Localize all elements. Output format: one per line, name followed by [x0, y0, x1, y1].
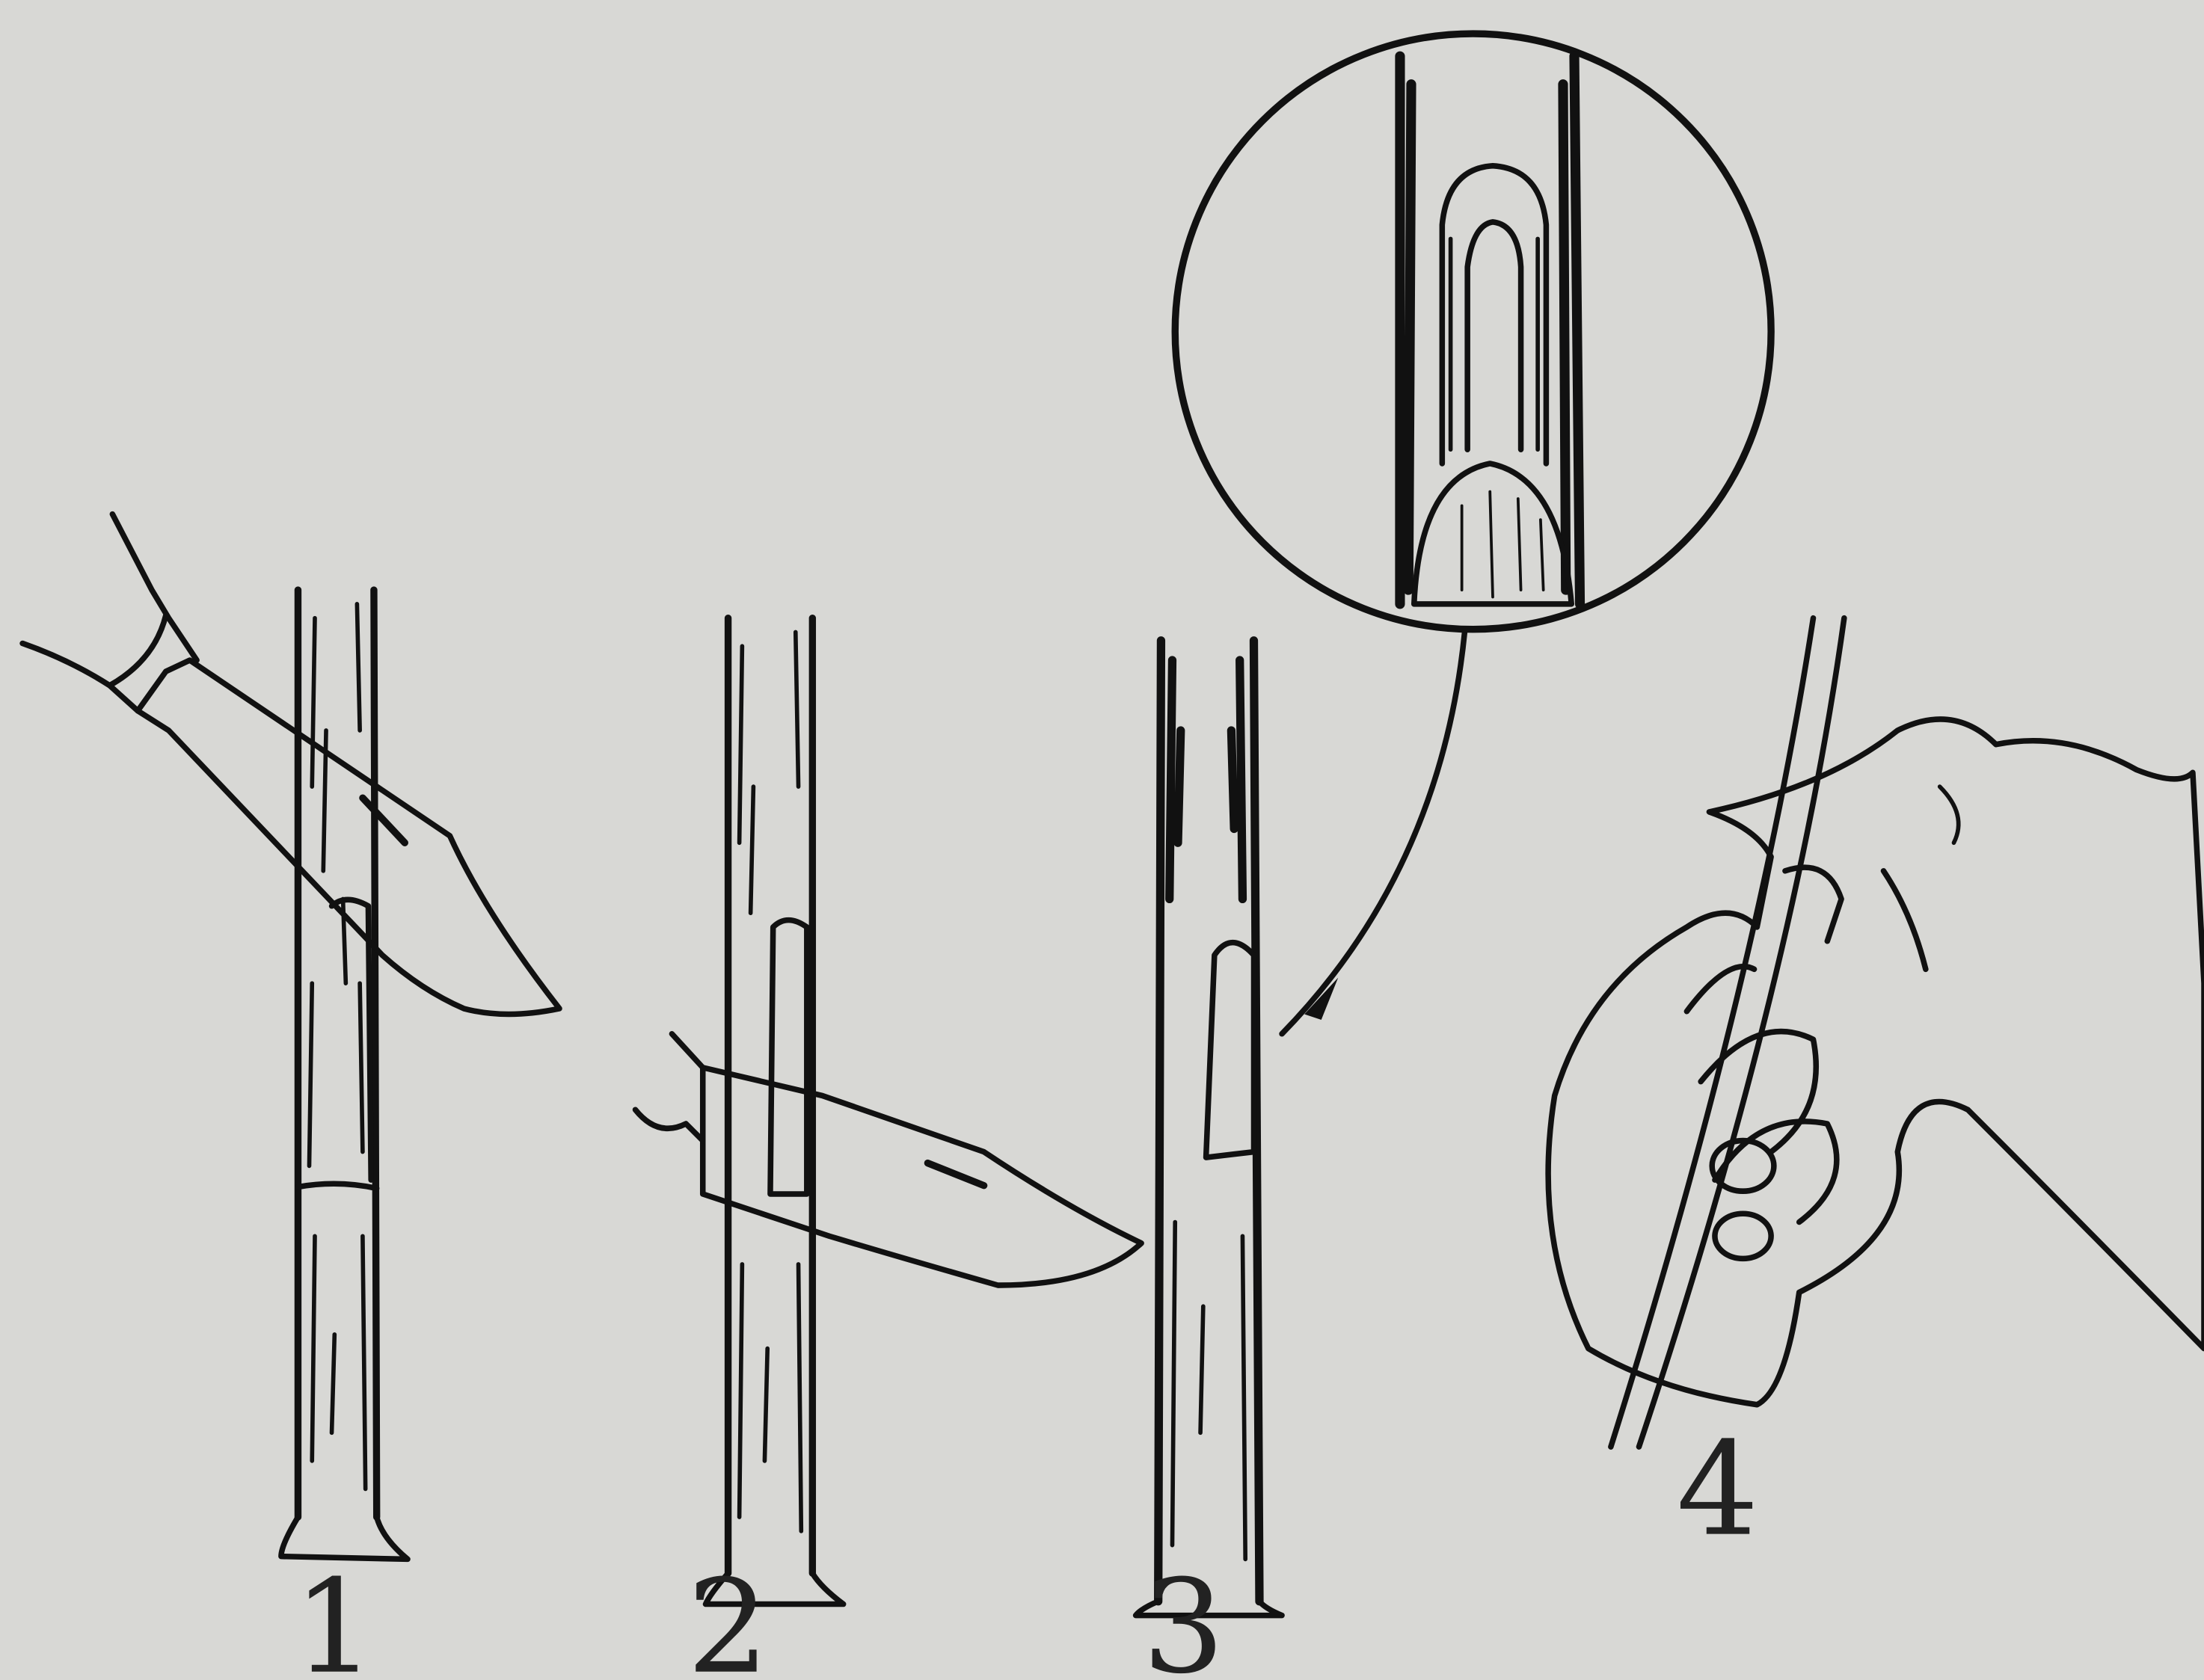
step-1-knife [22, 514, 559, 1015]
step-3-stem [1136, 641, 1282, 1616]
step-4-scion [1611, 618, 1844, 1447]
step-3-illustration [1136, 632, 1465, 1615]
step-3-label: 3 [1143, 1552, 1225, 1680]
step-2-illustration [636, 618, 1142, 1604]
step-4-hand [1548, 719, 2204, 1405]
step-1-illustration [22, 514, 559, 1560]
step-2-stem [705, 618, 843, 1604]
step-2-knife [636, 1034, 1142, 1285]
step-4-label: 4 [1677, 1415, 1759, 1565]
magnified-inset [1175, 34, 1771, 630]
step-1-label: 1 [293, 1552, 375, 1680]
zoom-arrow [1282, 632, 1464, 1033]
step-2-label: 2 [687, 1552, 770, 1680]
step-4-illustration [1548, 618, 2204, 1447]
